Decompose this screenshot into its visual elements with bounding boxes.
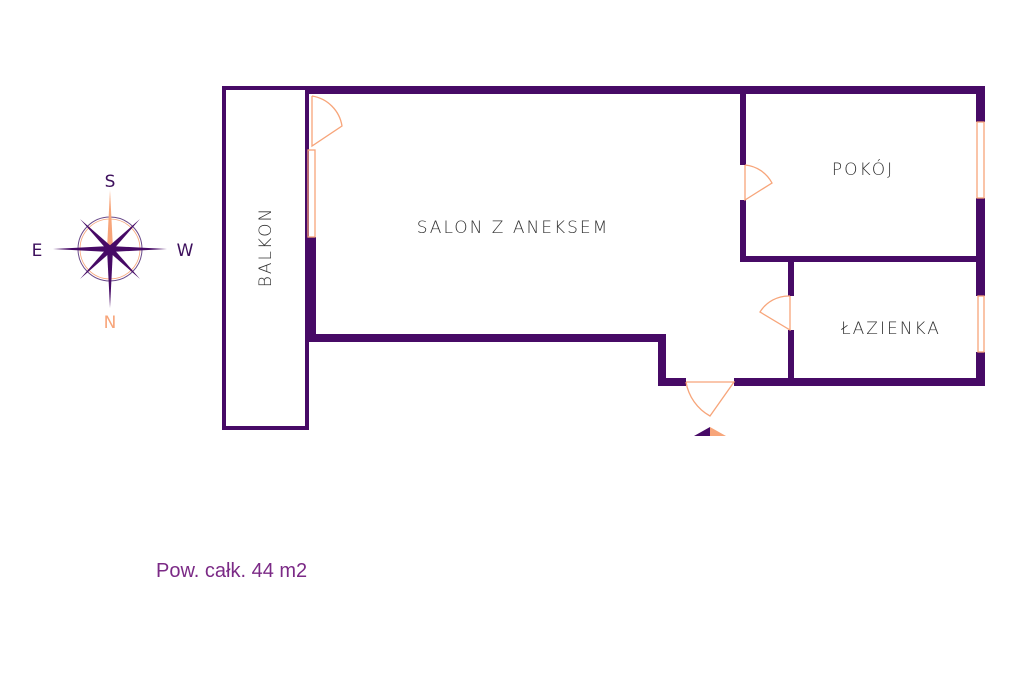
doors-windows [307, 95, 985, 417]
door-balcony [311, 95, 343, 148]
balcony-outline [222, 86, 309, 430]
compass-rose-icon: S N E W [32, 172, 194, 333]
compass-east: E [32, 241, 43, 261]
door-entrance [685, 381, 736, 417]
door-pokoj [744, 164, 773, 202]
compass-west: W [177, 241, 194, 261]
room-salon: SALON Z ANEKSEM [417, 218, 610, 238]
room-balkon: BALKON [256, 207, 276, 288]
compass-north: N [104, 313, 117, 333]
room-lazienka: ŁAZIENKA [840, 319, 941, 339]
compass-south: S [105, 172, 116, 192]
room-pokoj: POKÓJ [832, 158, 894, 180]
door-lazienka [759, 295, 791, 332]
walls [307, 86, 985, 386]
entrance-marker [694, 427, 710, 436]
total-area-label: Pow. całk. 44 m2 [156, 560, 308, 582]
